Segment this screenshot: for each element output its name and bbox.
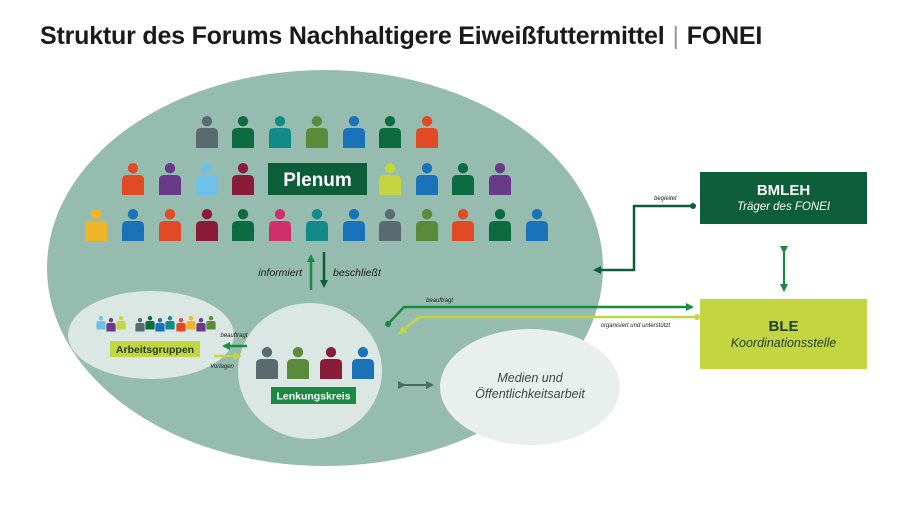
arbeitsgruppen-label: Arbeitsgruppen bbox=[116, 344, 194, 356]
organisiert-connector bbox=[398, 315, 697, 335]
plenum-person bbox=[122, 209, 144, 241]
plenum-person bbox=[416, 116, 438, 148]
plenum-person bbox=[159, 209, 181, 241]
bmleh-title: BMLEH bbox=[756, 181, 811, 199]
ble-title: BLE bbox=[768, 317, 799, 335]
medien-line2: Öffentlichkeitsarbeit bbox=[475, 387, 585, 401]
lenkungskreis-person bbox=[287, 347, 309, 379]
plenum-person bbox=[489, 163, 511, 195]
arbeitsgruppen-person bbox=[206, 316, 216, 330]
plenum-person bbox=[232, 209, 254, 241]
arbeitsgruppen-person bbox=[155, 318, 165, 332]
plenum-person bbox=[343, 209, 365, 241]
beauftragt-connector bbox=[387, 303, 694, 325]
lenkungskreis-label: Lenkungskreis bbox=[276, 391, 350, 403]
plenum-person bbox=[526, 209, 548, 241]
lenkungskreis-person bbox=[256, 347, 278, 379]
plenum-people bbox=[85, 116, 548, 241]
arbeitsgruppen-person bbox=[145, 316, 155, 330]
arbeitsgruppen-label-box bbox=[110, 341, 200, 357]
plenum-person bbox=[85, 209, 107, 241]
plenum-person bbox=[196, 163, 218, 195]
plenum-person bbox=[379, 163, 401, 195]
beauftragt-dot bbox=[385, 321, 391, 327]
arbeitsgruppen-person bbox=[96, 316, 106, 330]
plenum-person bbox=[489, 209, 511, 241]
plenum-person bbox=[306, 116, 328, 148]
plenum-person bbox=[269, 209, 291, 241]
plenum-person bbox=[379, 116, 401, 148]
title-separator: | bbox=[672, 22, 679, 50]
title-main: Struktur des Forums Nachhaltigere Eiweiß… bbox=[40, 22, 665, 50]
informiert-label: informiert bbox=[258, 267, 303, 279]
lenkungskreis-person bbox=[320, 347, 342, 379]
organisiert-label: organisiert und unterstützt bbox=[601, 323, 671, 329]
plenum-person bbox=[196, 116, 218, 148]
medien-line1: Medien und bbox=[497, 371, 563, 385]
plenum-person bbox=[232, 116, 254, 148]
arbeitsgruppen-person bbox=[135, 318, 145, 332]
ag-beauftragt-label: beauftragt bbox=[220, 333, 247, 339]
page-title: Struktur des Forums Nachhaltigere Eiweiß… bbox=[40, 22, 762, 51]
plenum-person bbox=[416, 209, 438, 241]
beauftragt-label: beauftragt bbox=[426, 298, 453, 304]
begleitet-dot bbox=[690, 203, 696, 209]
plenum-person bbox=[159, 163, 181, 195]
plenum-person bbox=[416, 163, 438, 195]
arbeitsgruppen-person bbox=[106, 318, 116, 332]
lenkungskreis-label-box bbox=[271, 387, 356, 404]
medien-ellipse bbox=[440, 329, 620, 445]
plenum-person bbox=[343, 116, 365, 148]
plenum-label-box bbox=[268, 163, 367, 195]
arbeitsgruppen-person bbox=[176, 318, 186, 332]
title-acronym: FONEI bbox=[686, 22, 763, 50]
lenkungskreis-people bbox=[256, 347, 374, 379]
lenkungskreis-ellipse bbox=[238, 303, 382, 439]
plenum-person bbox=[232, 163, 254, 195]
plenum-person bbox=[196, 209, 218, 241]
beschliesst-label: beschließt bbox=[333, 267, 382, 279]
plenum-person bbox=[306, 209, 328, 241]
organisiert-dot bbox=[694, 314, 700, 320]
arbeitsgruppen-person bbox=[116, 316, 126, 330]
ble-subtitle: Koordinationsstelle bbox=[730, 335, 837, 350]
begleitet-label: begleitet bbox=[654, 196, 677, 202]
begleitet-connector bbox=[593, 204, 693, 274]
bmleh-box: BMLEH Träger des FONEI bbox=[700, 172, 867, 224]
arbeitsgruppen-person bbox=[196, 318, 206, 332]
lenkungskreis-person bbox=[352, 347, 374, 379]
arbeitsgruppen-person bbox=[165, 316, 175, 330]
plenum-person bbox=[452, 209, 474, 241]
ag-vorlagen-label: Vorlagen bbox=[210, 364, 234, 370]
ble-box: BLE Koordinationsstelle bbox=[700, 299, 867, 369]
plenum-person bbox=[122, 163, 144, 195]
bmleh-subtitle: Träger des FONEI bbox=[736, 200, 831, 213]
plenum-person bbox=[269, 116, 291, 148]
plenum-person bbox=[379, 209, 401, 241]
arbeitsgruppen-person bbox=[186, 316, 196, 330]
plenum-label: Plenum bbox=[283, 170, 352, 191]
arbeitsgruppen-people bbox=[96, 316, 216, 332]
plenum-person bbox=[452, 163, 474, 195]
arbeitsgruppen-ellipse bbox=[68, 291, 234, 379]
